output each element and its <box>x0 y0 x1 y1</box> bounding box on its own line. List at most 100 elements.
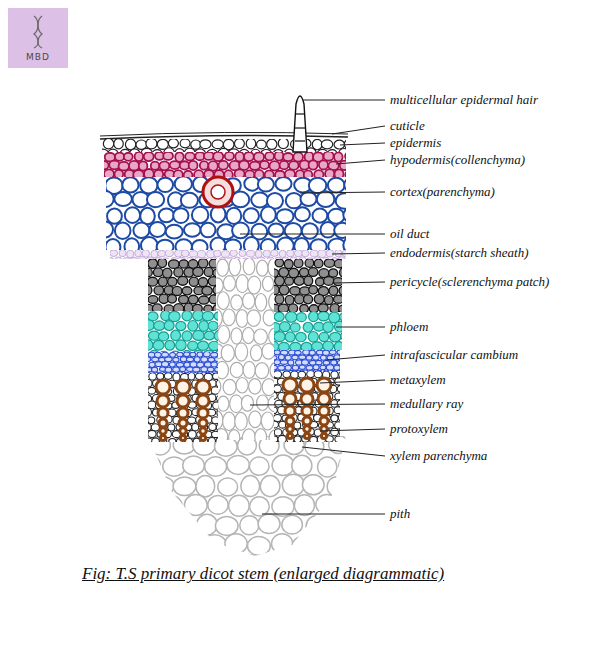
part-label: cortex(parenchyma) <box>390 184 495 200</box>
cell <box>255 293 267 311</box>
cell <box>154 258 162 259</box>
cell <box>299 268 308 277</box>
cell <box>304 276 313 285</box>
cell <box>275 257 282 259</box>
cell <box>345 170 346 177</box>
part-label: multicellular epidermal hair <box>390 92 538 108</box>
cell <box>165 357 172 362</box>
cell <box>173 477 196 495</box>
xylem-vessel <box>302 406 312 416</box>
cell <box>218 161 228 170</box>
xylem-vessel <box>179 419 187 427</box>
cell <box>201 367 208 372</box>
cell <box>224 170 233 177</box>
cell <box>209 295 216 304</box>
cell <box>285 332 295 342</box>
leader-line <box>262 514 385 515</box>
cell <box>138 257 146 259</box>
cell <box>216 350 218 352</box>
cell <box>337 360 340 365</box>
xylem-vessel <box>178 408 188 418</box>
xylem-vessel <box>318 393 330 405</box>
cell <box>317 149 328 152</box>
cell <box>269 224 284 238</box>
cell <box>217 292 229 310</box>
cell <box>274 407 277 414</box>
cell <box>244 152 254 161</box>
cell <box>302 223 318 238</box>
cell <box>194 170 203 177</box>
cell <box>292 536 315 556</box>
cell <box>300 192 316 206</box>
cell <box>260 161 269 169</box>
cell <box>339 149 346 152</box>
cell <box>148 285 152 294</box>
cell <box>329 350 336 354</box>
cell <box>339 312 342 321</box>
cell <box>306 355 312 360</box>
cell <box>337 400 340 407</box>
cell <box>274 436 278 442</box>
hair-wall <box>295 127 305 128</box>
cell <box>336 193 346 209</box>
cell <box>308 370 315 371</box>
cell <box>157 178 173 192</box>
cell <box>146 257 154 259</box>
cell <box>274 385 281 393</box>
cell <box>262 379 274 396</box>
cell <box>138 456 160 474</box>
cell <box>243 293 255 309</box>
cell <box>302 475 324 495</box>
cell <box>323 370 329 371</box>
cell <box>334 365 340 370</box>
xylem-vessel <box>320 417 328 425</box>
cell <box>289 161 299 170</box>
cell <box>141 237 158 250</box>
hair-wall <box>295 113 305 114</box>
cell <box>175 149 185 152</box>
cell <box>274 370 281 371</box>
cell <box>294 276 304 285</box>
cell <box>211 237 226 250</box>
cell <box>225 239 241 250</box>
cell <box>151 516 172 537</box>
cell <box>110 250 118 256</box>
cell <box>170 352 176 357</box>
cell <box>155 352 162 357</box>
cell <box>114 139 124 149</box>
cell <box>294 259 303 268</box>
cell <box>180 139 190 148</box>
cell <box>246 250 254 257</box>
cell <box>341 331 342 340</box>
cell <box>239 149 249 152</box>
cell <box>139 494 158 515</box>
xylem-vessel <box>160 435 165 440</box>
epidermal-hair <box>293 96 307 152</box>
part-label: intrafascicular cambium <box>390 347 518 363</box>
cell <box>289 370 296 371</box>
cell <box>281 370 288 371</box>
part-label: epidermis <box>390 135 441 151</box>
cell <box>216 380 218 387</box>
cell <box>269 293 274 311</box>
cell <box>189 277 198 286</box>
cell <box>274 341 279 350</box>
cell <box>295 350 302 355</box>
cell <box>327 477 346 497</box>
cell <box>205 457 227 476</box>
cell <box>321 140 332 149</box>
cell <box>188 373 195 380</box>
cell <box>119 250 126 257</box>
hair-wall <box>295 140 305 141</box>
cell <box>243 208 259 223</box>
xylem-parenchyma-cells <box>274 371 340 442</box>
cell <box>277 238 294 250</box>
cell <box>331 360 337 365</box>
cell <box>230 362 243 377</box>
cell <box>314 294 324 303</box>
cell <box>154 170 163 177</box>
cell <box>196 475 215 496</box>
cell <box>164 321 174 331</box>
cell <box>265 170 274 177</box>
cell <box>179 260 188 268</box>
